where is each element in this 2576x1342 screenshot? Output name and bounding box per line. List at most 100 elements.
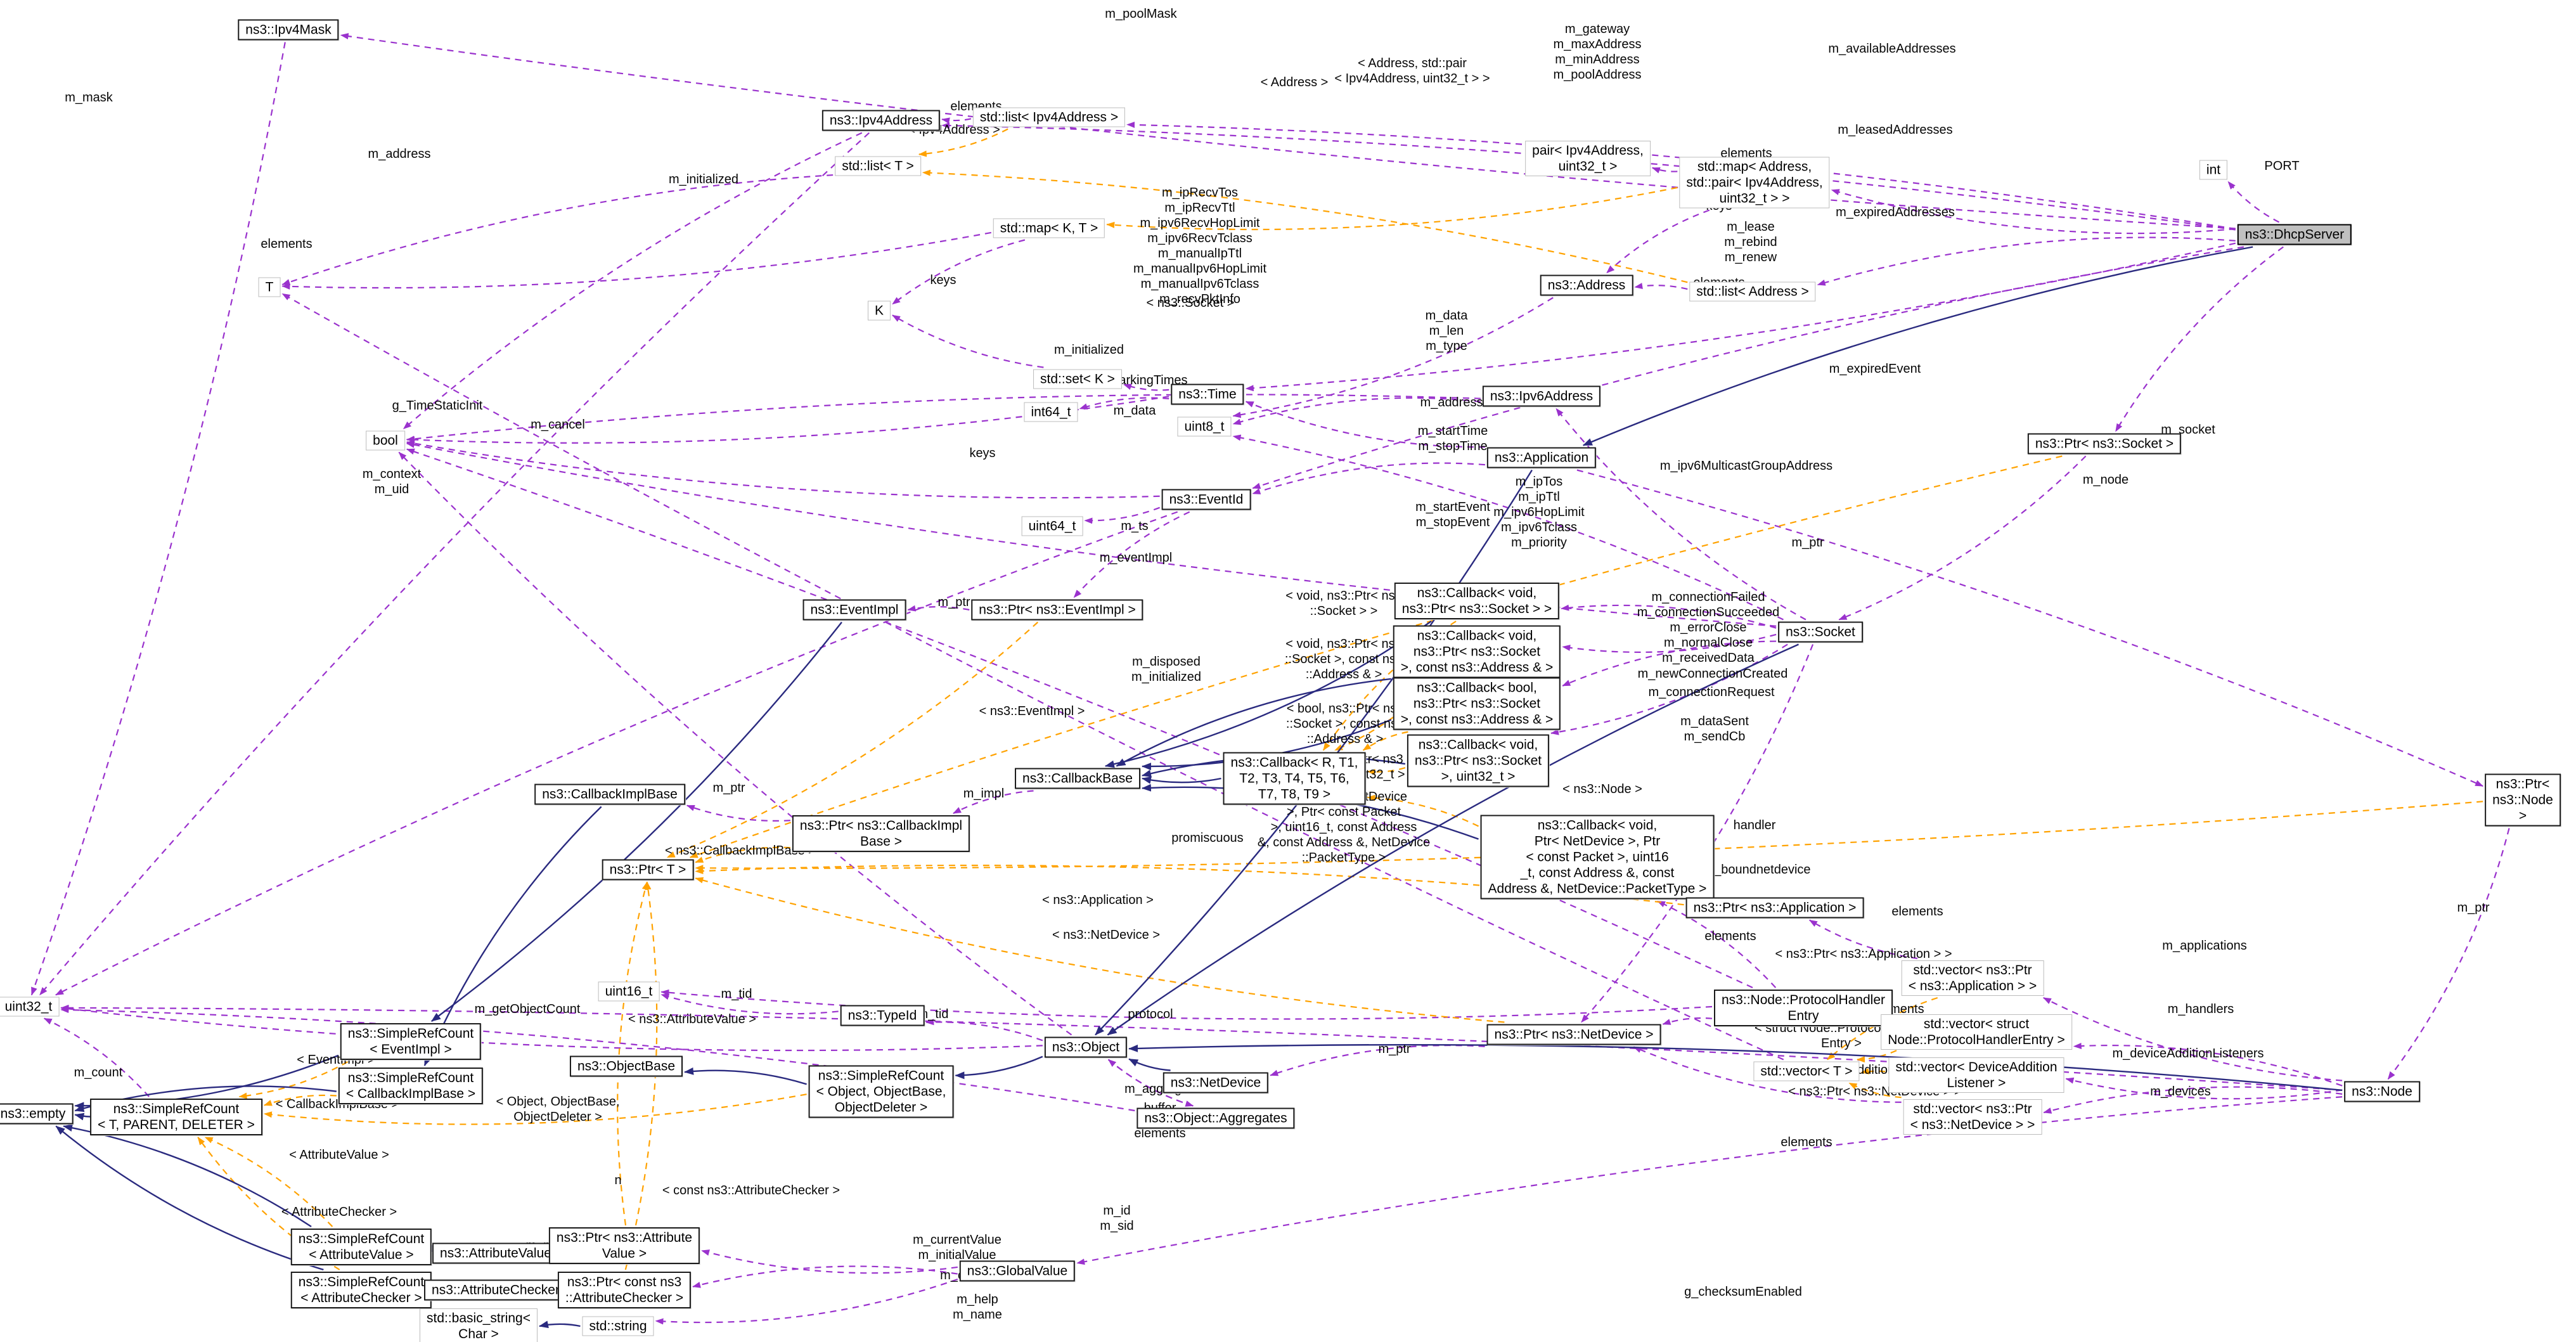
edge-cb_gen-callbackbase <box>1141 776 1221 784</box>
class-node-map_addr: std::map< Address, std::pair< Ipv4Addres… <box>1679 157 1830 209</box>
edge-label: n <box>614 1173 622 1187</box>
edge-label: m_id m_sid <box>1100 1204 1134 1233</box>
class-node-cb1[interactable]: ns3::Callback< void, ns3::Ptr< ns3::Sock… <box>1394 583 1560 619</box>
class-node-ptr_socket[interactable]: ns3::Ptr< ns3::Socket > <box>2027 433 2182 455</box>
edge-list_addr-list_t <box>922 169 1688 283</box>
class-node-eventid[interactable]: ns3::EventId <box>1161 489 1251 510</box>
class-node-src_object[interactable]: ns3::SimpleRefCount < Object, ObjectBase… <box>808 1065 954 1118</box>
edge-label: < void, ns3::Ptr< ns3 ::Socket > > <box>1285 589 1402 618</box>
class-node-cb_gen[interactable]: ns3::Callback< R, T1, T2, T3, T4, T5, T6… <box>1223 752 1366 805</box>
edge-string-basicstring <box>539 1320 581 1329</box>
edge-label: m_expiredEvent <box>1829 362 1921 376</box>
edge-label: < bool, ns3::Ptr< ns3 ::Socket >, const … <box>1285 702 1404 746</box>
edge-object-src_object <box>955 1055 1043 1080</box>
edge-label: m_ptr <box>712 781 745 795</box>
edge-label: m_dataSent m_sendCb <box>1680 714 1749 744</box>
class-node-callbackbase[interactable]: ns3::CallbackBase <box>1015 768 1140 789</box>
edge-label: m_ts <box>1121 519 1149 533</box>
class-node-ptr_eventimpl[interactable]: ns3::Ptr< ns3::EventImpl > <box>971 599 1143 621</box>
class-node-set_k: std::set< K > <box>1033 369 1122 389</box>
edge-object-typeid <box>925 1019 1043 1042</box>
class-node-globalvalue[interactable]: ns3::GlobalValue <box>959 1260 1076 1282</box>
class-node-ptr_av[interactable]: ns3::Ptr< ns3::Attribute Value > <box>548 1227 700 1264</box>
edge-map_addr-address <box>1606 209 1710 274</box>
class-node-src_eventimpl[interactable]: ns3::SimpleRefCount < EventImpl > <box>340 1023 482 1060</box>
edge-label: m_data m_len m_type <box>1425 309 1468 353</box>
edge-label: elements <box>1781 1135 1832 1149</box>
edge-ipv6address-bool <box>406 394 1481 442</box>
edge-ptr_netdevice-netdevice <box>1270 1044 1485 1076</box>
class-node-callbackimplbase[interactable]: ns3::CallbackImplBase <box>534 784 685 805</box>
edge-address-uint8 <box>1232 297 1554 418</box>
class-node-src_tpd[interactable]: ns3::SimpleRefCount < T, PARENT, DELETER… <box>90 1099 262 1135</box>
class-node-ipv6address[interactable]: ns3::Ipv6Address <box>1482 385 1601 407</box>
edge-label: < const ns3::AttributeChecker > <box>662 1184 840 1197</box>
class-node-netdevice[interactable]: ns3::NetDevice <box>1162 1072 1269 1094</box>
class-node-ptr_application[interactable]: ns3::Ptr< ns3::Application > <box>1685 897 1864 919</box>
class-node-src_ac[interactable]: ns3::SimpleRefCount < AttributeChecker > <box>290 1272 432 1308</box>
class-node-cb4[interactable]: ns3::Callback< void, ns3::Ptr< ns3::Sock… <box>1407 734 1550 787</box>
class-node-int: int <box>2199 160 2228 180</box>
class-node-ipv4address[interactable]: ns3::Ipv4Address <box>821 110 941 131</box>
class-node-ptr_node[interactable]: ns3::Ptr< ns3::Node > <box>2485 773 2561 827</box>
edge-label: m_help m_name <box>953 1293 1002 1322</box>
class-node-ptr_ac[interactable]: ns3::Ptr< const ns3 ::AttributeChecker > <box>557 1272 692 1308</box>
class-node-src_cbimplbase[interactable]: ns3::SimpleRefCount < CallbackImplBase > <box>338 1068 484 1104</box>
edge-label: m_mask <box>65 91 113 105</box>
class-node-src_av[interactable]: ns3::SimpleRefCount < AttributeValue > <box>290 1229 432 1265</box>
edge-label: m_count <box>74 1066 123 1080</box>
class-node-bool: bool <box>366 430 405 451</box>
class-node-objectbase[interactable]: ns3::ObjectBase <box>569 1055 683 1077</box>
edge-dhcp-time <box>1245 242 2236 392</box>
edge-cb2-callbackbase <box>1116 678 1391 767</box>
class-node-aggregates[interactable]: ns3::Object::Aggregates <box>1137 1107 1295 1129</box>
class-node-ptr_t[interactable]: ns3::Ptr< T > <box>602 859 694 881</box>
edge-label: m_ptr <box>1378 1042 1411 1056</box>
edge-aggregates-object <box>1107 1059 1194 1107</box>
class-node-string: std::string <box>582 1316 654 1336</box>
edge-label: m_currentValue m_initialValue <box>913 1233 1001 1262</box>
edge-src_tpd-uint32 <box>43 1017 150 1097</box>
edge-label: m_poolMask <box>1105 7 1177 21</box>
class-node-cb_netdev[interactable]: ns3::Callback< void, Ptr< NetDevice >, P… <box>1480 815 1715 900</box>
class-node-address[interactable]: ns3::Address <box>1540 274 1633 296</box>
edge-src_object-objectbase <box>684 1067 807 1085</box>
edge-ptr_ac-ptr_t <box>624 881 658 1270</box>
edge-label: < Object, ObjectBase, ObjectDeleter > <box>496 1095 620 1124</box>
edge-node-vec_phe <box>2073 1042 2343 1087</box>
class-node-eventimpl[interactable]: ns3::EventImpl <box>802 599 906 621</box>
class-node-cb3[interactable]: ns3::Callback< bool, ns3::Ptr< ns3::Sock… <box>1393 677 1561 730</box>
class-node-attrvalue[interactable]: ns3::AttributeValue <box>432 1242 559 1264</box>
class-node-ptr_cbimplbase[interactable]: ns3::Ptr< ns3::CallbackImpl Base > <box>792 815 970 852</box>
edge-ptr_eventimpl-ptr_t <box>666 621 1039 858</box>
class-node-ptr_netdevice[interactable]: ns3::Ptr< ns3::NetDevice > <box>1486 1024 1661 1045</box>
class-node-node[interactable]: ns3::Node <box>2344 1081 2420 1102</box>
edge-object-uint32 <box>60 1005 1043 1052</box>
class-node-uint16: uint16_t <box>598 981 660 1002</box>
edge-eventid-ptr_eventimpl <box>1073 511 1190 598</box>
edge-label: m_eventImpl <box>1099 551 1173 565</box>
edge-label: handler <box>1733 818 1776 832</box>
class-node-object[interactable]: ns3::Object <box>1044 1036 1128 1058</box>
class-node-application[interactable]: ns3::Application <box>1486 447 1597 468</box>
edge-label: m_newConnectionCreated <box>1637 667 1788 681</box>
class-node-socket[interactable]: ns3::Socket <box>1778 621 1863 643</box>
edge-node-object <box>1128 1043 2343 1092</box>
edge-ptr_av-ptr_t <box>617 881 648 1226</box>
edge-label: m_boundnetdevice <box>1703 863 1811 877</box>
edge-vec_netdev-ptr_netdevice <box>1633 1046 1902 1103</box>
class-node-attrchecker[interactable]: ns3::AttributeChecker <box>424 1279 567 1301</box>
class-node-typeid[interactable]: ns3::TypeId <box>840 1005 925 1026</box>
edge-label: m_leasedAddresses <box>1838 123 1953 137</box>
class-node-empty[interactable]: ns3::empty <box>0 1103 74 1125</box>
edge-label: m_ipTos m_ipTtl m_ipv6HopLimit m_ipv6Tcl… <box>1493 475 1585 550</box>
class-node-phe[interactable]: ns3::Node::ProtocolHandler Entry <box>1714 990 1893 1026</box>
class-node-ipv4mask[interactable]: ns3::Ipv4Mask <box>238 19 339 41</box>
class-node-dhcp: ns3::DhcpServer <box>2237 224 2352 245</box>
class-node-time[interactable]: ns3::Time <box>1171 384 1244 405</box>
class-node-cb2[interactable]: ns3::Callback< void, ns3::Ptr< ns3::Sock… <box>1393 625 1561 678</box>
edge-dhcp-ptr_socket <box>2115 246 2284 432</box>
edge-socket-cb1 <box>1561 604 1777 629</box>
edge-label: m_tid <box>917 1007 949 1021</box>
edge-socket-cb4 <box>1550 643 1788 735</box>
